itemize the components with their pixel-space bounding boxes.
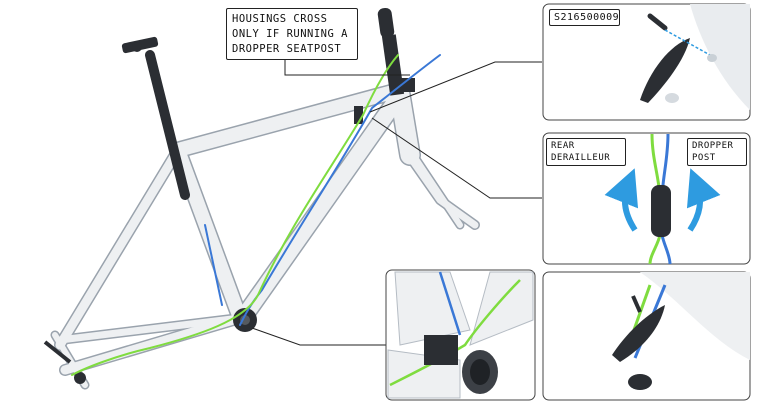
detail-panel-guide-mount (542, 3, 751, 121)
seatpost (121, 36, 190, 200)
note-line-1: HOUSINGS CROSS (232, 13, 328, 25)
part-number: S216500009 (554, 12, 620, 23)
steerer-tube (377, 7, 415, 96)
bike-frame (50, 81, 480, 390)
part-number-label: S216500009 (549, 9, 620, 26)
note-line-2: ONLY IF RUNNING A (232, 28, 348, 40)
green-cable (71, 54, 399, 376)
detail-panel-bottom-bracket (385, 269, 536, 401)
rear-derailleur-label: REAR DERAILLEUR (546, 138, 626, 166)
note-line-3: DROPPER SEATPOST (232, 43, 342, 55)
leader-lines (251, 60, 542, 346)
detail-panel-guide-install (542, 271, 751, 401)
rear-derailleur-line-2: DERAILLEUR (551, 153, 611, 163)
cable-routing (71, 54, 441, 376)
dropper-post-line-2: POST (692, 153, 716, 163)
rear-derailleur-line-1: REAR (551, 141, 575, 151)
dropper-post-label: DROPPER POST (687, 138, 747, 166)
dropper-post-line-1: DROPPER (692, 141, 734, 151)
dropper-crossing-note: HOUSINGS CROSS ONLY IF RUNNING A DROPPER… (226, 8, 358, 60)
